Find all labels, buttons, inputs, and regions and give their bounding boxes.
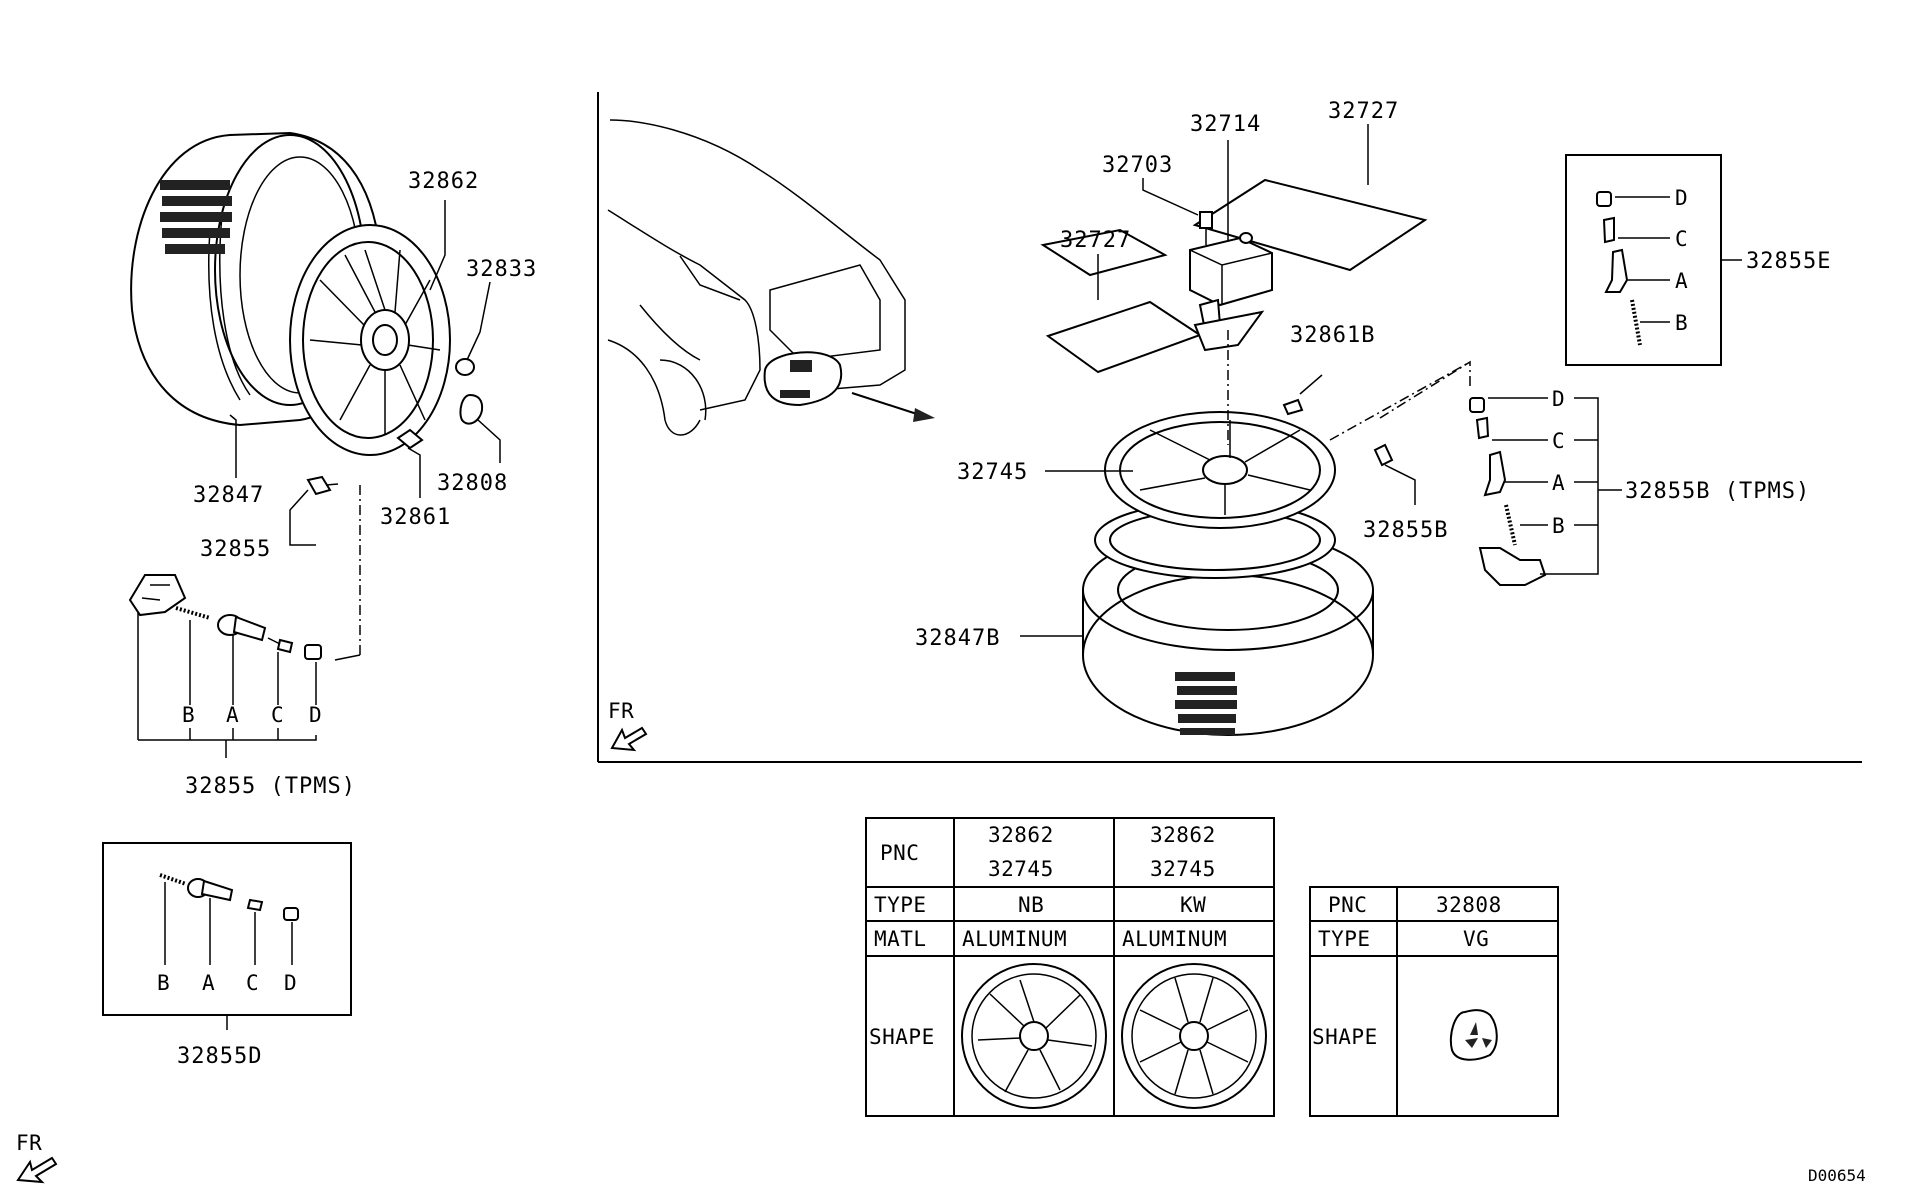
wheel-table-col2-pnc-b: 32745: [1150, 857, 1216, 881]
box-32855e: [1565, 154, 1742, 366]
cap-table-type: VG: [1463, 927, 1489, 951]
label-cap-32808: 32808: [437, 471, 508, 496]
wheel-table-col1-matl: ALUMINUM: [962, 927, 1067, 951]
box-d-letter-b: B: [157, 971, 170, 995]
label-32855d: 32855D: [177, 1044, 262, 1069]
wheel-table-col1-pnc-a: 32862: [988, 823, 1054, 847]
fr-arrow-icon: [16, 1156, 58, 1184]
tpms-letter-c: C: [271, 703, 284, 727]
label-wheel-32862: 32862: [408, 169, 479, 194]
label-tire-32847b: 32847B: [915, 626, 1000, 651]
car-rear-illustration: [607, 119, 935, 436]
box-d-letter-d: D: [284, 971, 297, 995]
repair-kit-illustration: [1040, 178, 1428, 374]
label-tire-32847: 32847: [193, 483, 264, 508]
wheel-table-col1-type: NB: [1018, 893, 1044, 917]
wheel-table-col2-matl: ALUMINUM: [1122, 927, 1227, 951]
spare-tpms-letter-a: A: [1552, 471, 1565, 495]
wheel-table-col2-pnc-a: 32862: [1150, 823, 1216, 847]
left-tire-illustration: [130, 131, 484, 496]
box-d-letter-a: A: [202, 971, 215, 995]
tpms-letter-b: B: [182, 703, 195, 727]
cap-table-shape-header: SHAPE: [1312, 1025, 1378, 1049]
label-tpms-32855: 32855 (TPMS): [185, 774, 356, 799]
spare-wheel-illustration: [1082, 330, 1471, 736]
spare-tpms-letter-d: D: [1552, 387, 1565, 411]
tpms-letter-d: D: [309, 703, 322, 727]
wheel-spec-table: [865, 817, 1275, 1117]
wheel-table-matl-header: MATL: [874, 927, 927, 951]
fr-label-frame: FR: [608, 699, 634, 723]
label-valve-32855: 32855: [200, 537, 271, 562]
left-tpms-illustration: [128, 574, 322, 758]
fr-arrow-frame-icon: [610, 726, 648, 752]
left-leaders: [229, 200, 501, 661]
wheel-table-col1-pnc-b: 32745: [988, 857, 1054, 881]
cap-table-type-header: TYPE: [1318, 927, 1371, 951]
label-32855e: 32855E: [1746, 249, 1831, 274]
spare-leaders: [1020, 374, 1416, 637]
spare-tpms-letter-b: B: [1552, 514, 1565, 538]
box-e-letter-a: A: [1675, 269, 1688, 293]
box-e-letter-d: D: [1675, 186, 1688, 210]
wheel-table-pnc-header: PNC: [880, 841, 919, 865]
repair-kit-leaders: [1097, 124, 1369, 300]
label-sticker-32861: 32861: [380, 505, 451, 530]
spare-tpms-illustration: [1469, 397, 1622, 586]
label-sheet-32727-top: 32727: [1328, 99, 1399, 124]
label-valve-32855b: 32855B: [1363, 518, 1448, 543]
label-tpms-32855b: 32855B (TPMS): [1625, 479, 1810, 504]
drawing-code: D00654: [1808, 1166, 1866, 1185]
spare-tpms-letter-c: C: [1552, 429, 1565, 453]
box-e-letter-c: C: [1675, 227, 1688, 251]
label-sheet-32727: 32727: [1060, 228, 1131, 253]
tpms-letter-a: A: [226, 703, 239, 727]
box-32855d: [102, 842, 352, 1030]
label-wheel-32745: 32745: [957, 460, 1028, 485]
wheel-table-col2-type: KW: [1180, 893, 1206, 917]
label-nut-32833: 32833: [466, 257, 537, 282]
cap-spec-table: [1309, 886, 1559, 1117]
cap-table-pnc: 32808: [1436, 893, 1502, 917]
box-d-letter-c: C: [246, 971, 259, 995]
wheel-table-type-header: TYPE: [874, 893, 927, 917]
label-compressor-32714: 32714: [1190, 112, 1261, 137]
fr-label-bottom: FR: [16, 1131, 42, 1155]
cap-table-pnc-header: PNC: [1328, 893, 1367, 917]
label-bolt-32703: 32703: [1102, 153, 1173, 178]
box-e-letter-b: B: [1675, 311, 1688, 335]
spare-frame: [597, 92, 1862, 763]
label-sticker-32861b: 32861B: [1290, 323, 1375, 348]
wheel-table-shape-header: SHAPE: [869, 1025, 935, 1049]
